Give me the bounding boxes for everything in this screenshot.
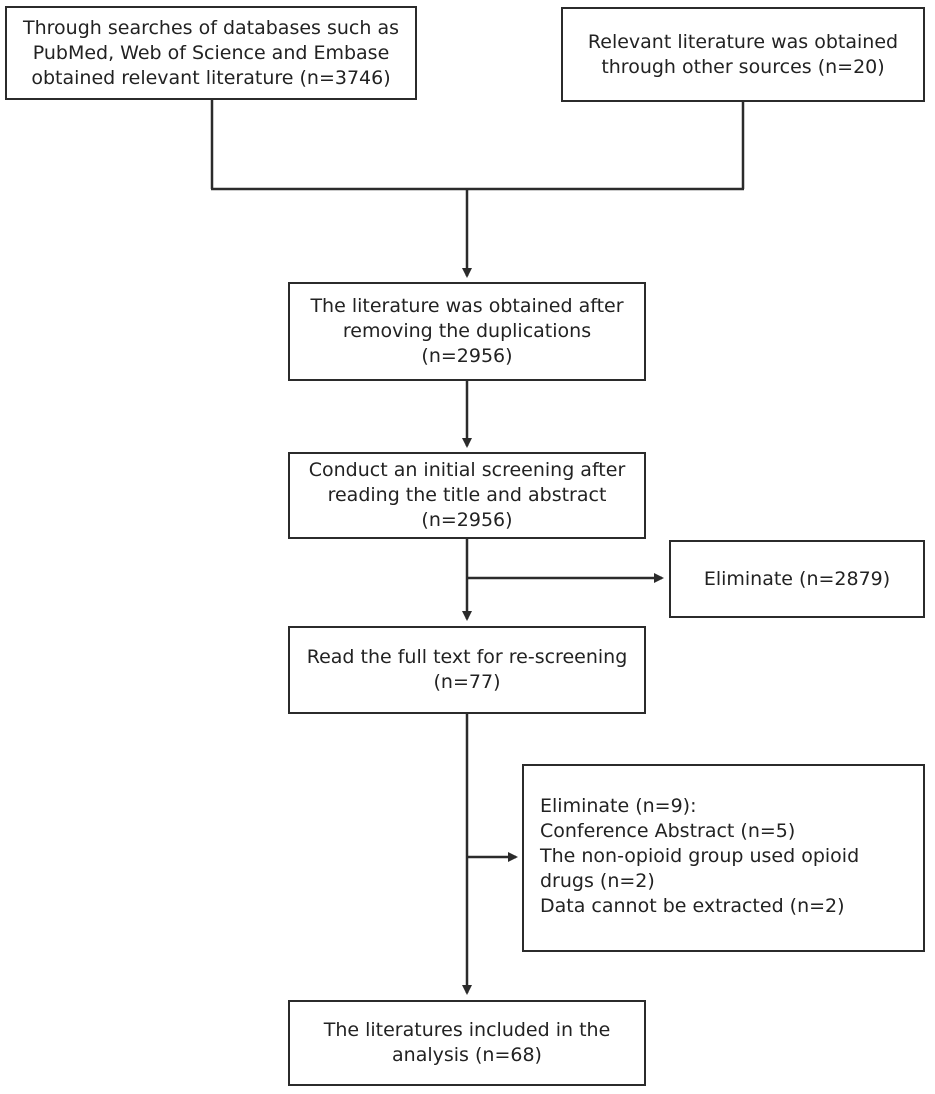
included-line-2: analysis (n=68): [392, 1044, 542, 1066]
after-duplicates-box: The literature was obtained after removi…: [288, 282, 646, 381]
after-duplicates-line-3: (n=2956): [421, 345, 513, 367]
eliminate-first-line-1: Eliminate (n=2879): [703, 567, 891, 590]
eliminate-first-box: Eliminate (n=2879): [669, 540, 925, 618]
full-text-line-2: (n=77): [433, 671, 501, 693]
database-search-line-1: Through searches of databases such as: [23, 16, 399, 39]
after-duplicates-line-2: removing the duplications: [342, 320, 592, 342]
eliminate-second-box: Eliminate (n=9): Conference Abstract (n=…: [522, 764, 925, 952]
full-text-box: Read the full text for re-screening (n=7…: [288, 626, 646, 714]
other-sources-box: Relevant literature was obtained through…: [561, 7, 925, 102]
database-search-box: Through searches of databases such as Pu…: [5, 6, 417, 100]
other-sources-line-2: through other sources (n=20): [601, 55, 885, 78]
initial-screening-line-3: (n=2956): [421, 509, 513, 531]
database-search-line-3: obtained relevant literature (n=3746): [31, 66, 391, 89]
initial-screening-line-2: reading the title and abstract: [327, 484, 607, 506]
eliminate-second-line-3: The non-opioid group used opioid: [540, 845, 860, 867]
database-search-line-2: PubMed, Web of Science and Embase: [32, 41, 390, 64]
eliminate-second-line-5: Data cannot be extracted (n=2): [540, 895, 845, 917]
eliminate-second-line-4: drugs (n=2): [540, 870, 655, 892]
initial-screening-box: Conduct an initial screening after readi…: [288, 452, 646, 539]
after-duplicates-line-1: The literature was obtained after: [310, 295, 624, 317]
full-text-line-1: Read the full text for re-screening: [306, 646, 628, 668]
included-line-1: The literatures included in the: [323, 1019, 611, 1041]
eliminate-second-line-2: Conference Abstract (n=5): [540, 820, 796, 842]
other-sources-line-1: Relevant literature was obtained: [587, 30, 899, 53]
included-box: The literatures included in the analysis…: [288, 1000, 646, 1086]
eliminate-second-line-1: Eliminate (n=9):: [540, 795, 697, 817]
initial-screening-line-1: Conduct an initial screening after: [308, 459, 626, 481]
